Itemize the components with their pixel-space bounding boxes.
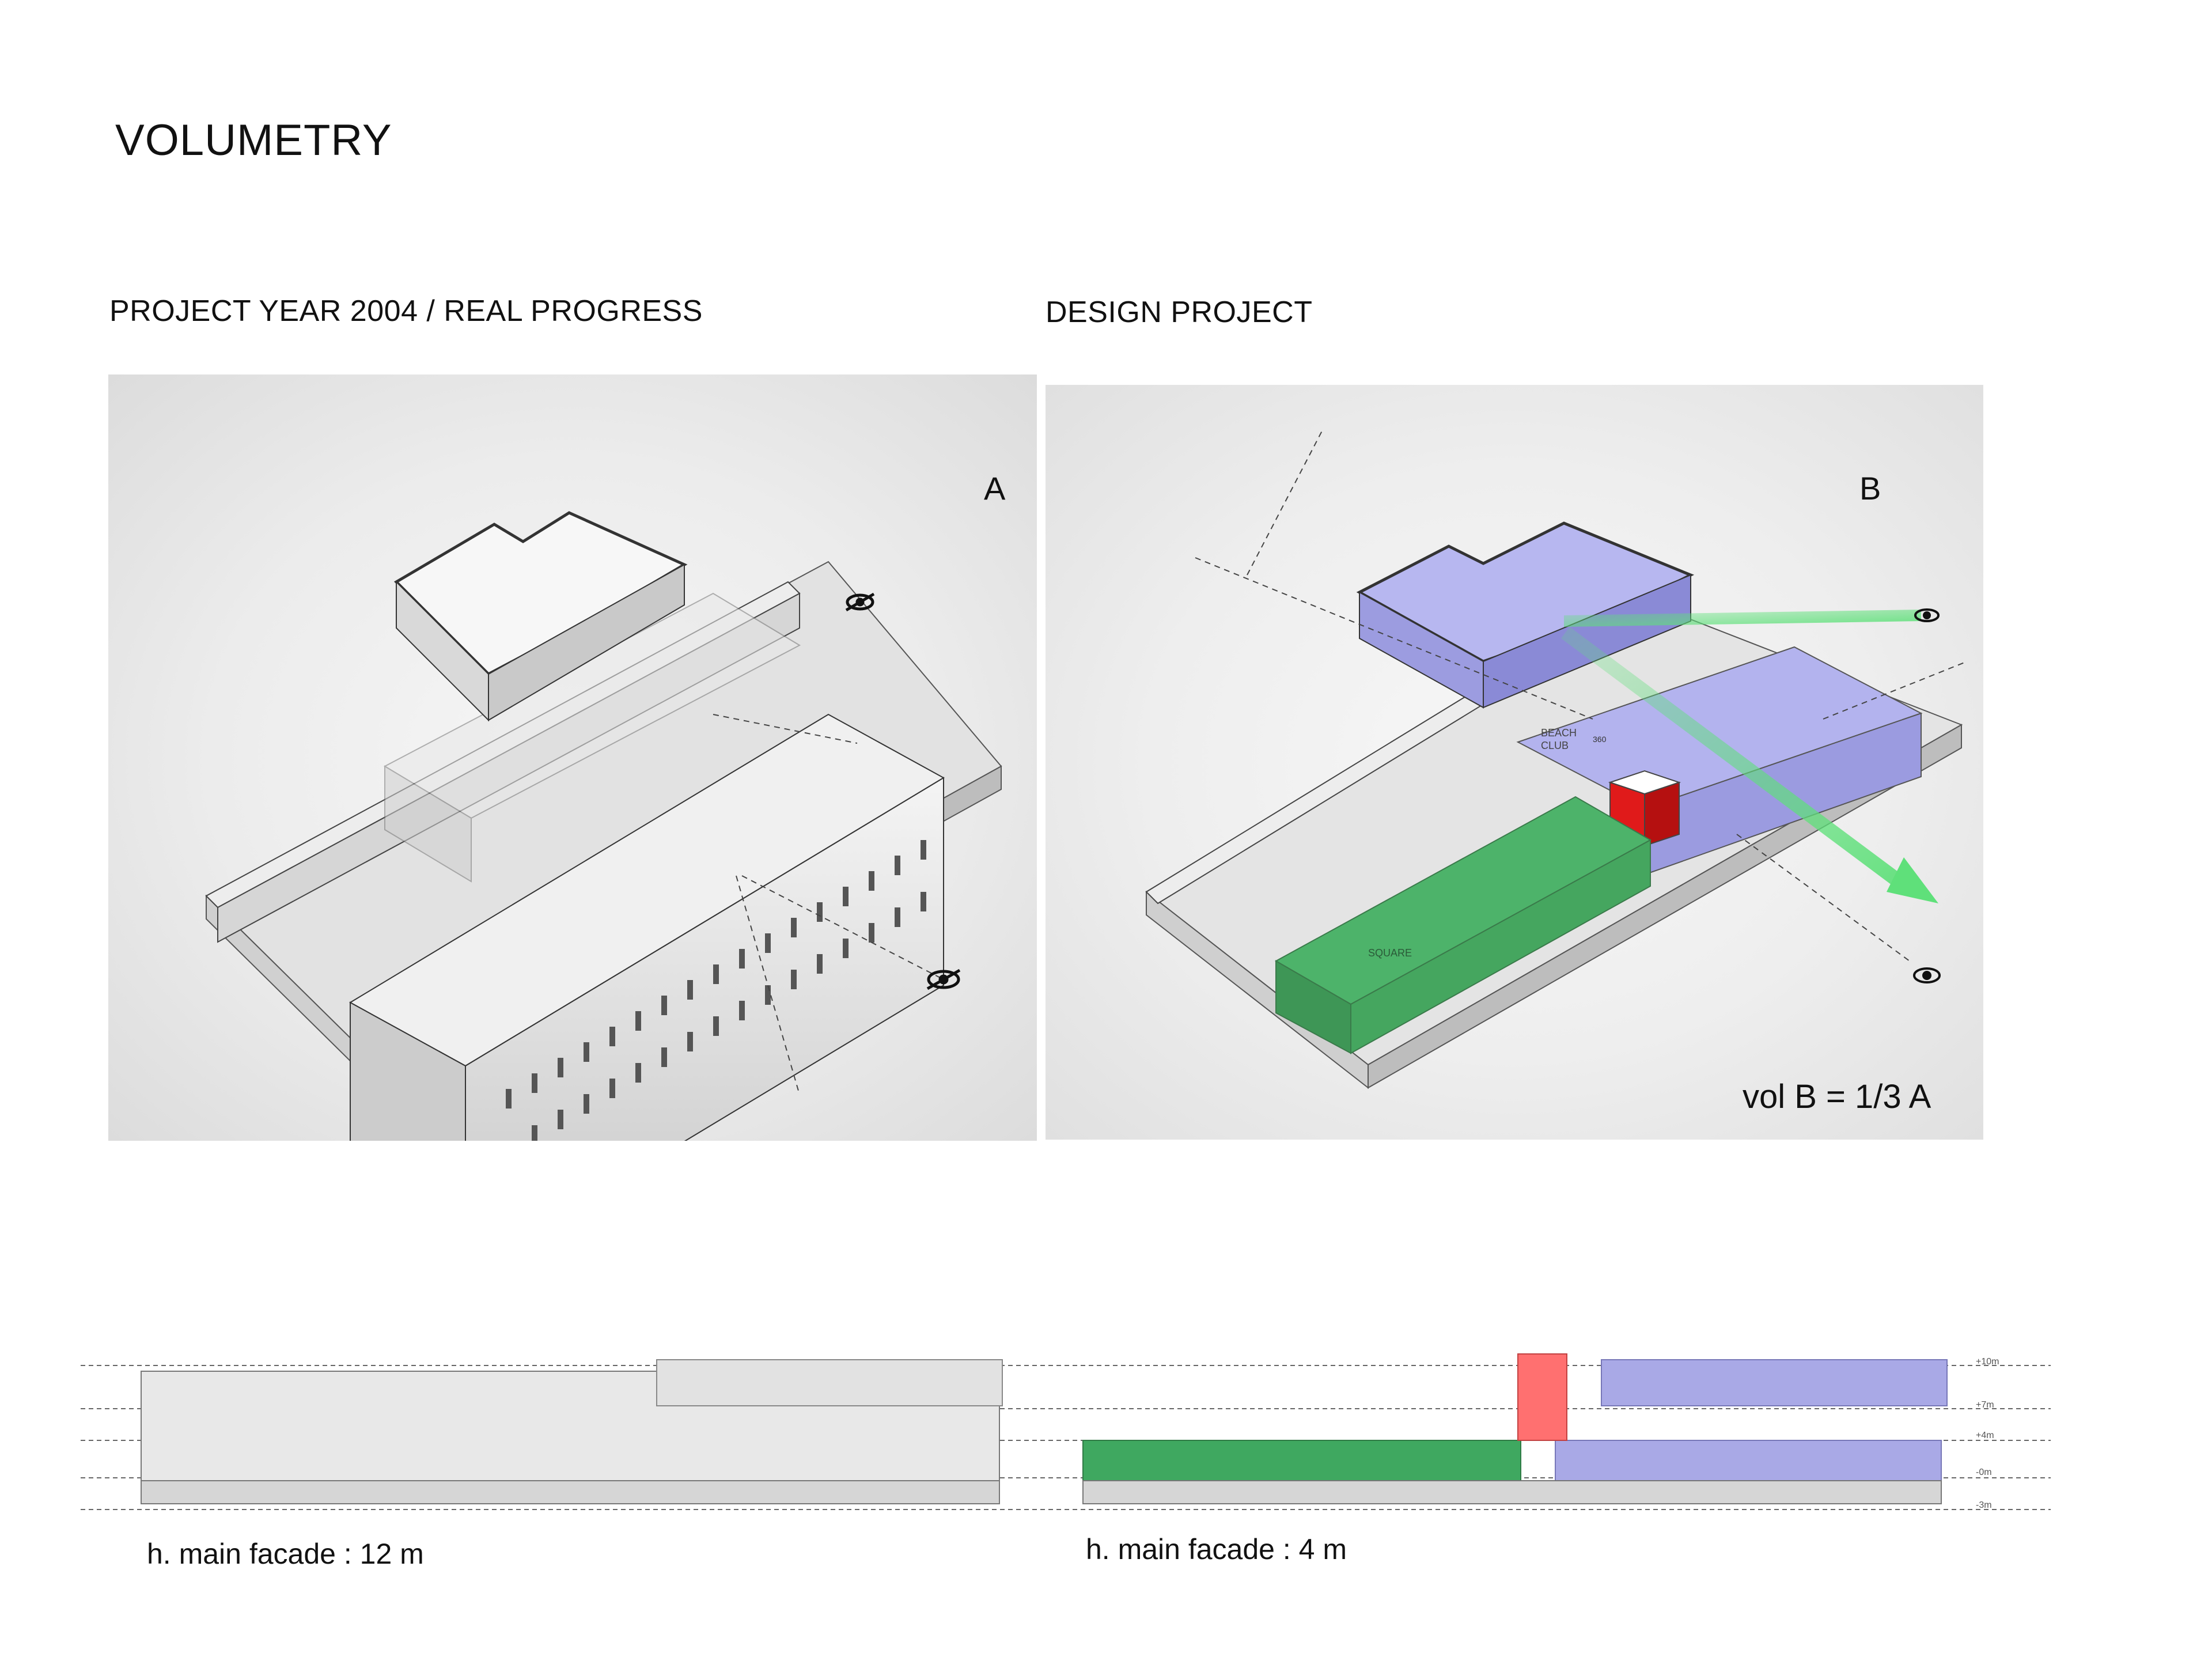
facade-height-note-b: h. main facade : 4 m: [1086, 1533, 1347, 1565]
window: [635, 1063, 641, 1083]
window: [713, 964, 719, 984]
eye-icon: [1913, 967, 1941, 983]
window: [817, 902, 823, 922]
window: [713, 1016, 719, 1036]
window: [532, 1125, 537, 1141]
window: [895, 856, 900, 875]
window: [635, 1011, 641, 1031]
window: [817, 954, 823, 974]
square-volume: [1274, 796, 1652, 1054]
window: [843, 939, 849, 958]
axonometric-drawing-b: BEACH CLUB SQUARE 360: [1145, 430, 1968, 1089]
level-label: +7m: [1976, 1400, 1994, 1410]
window: [661, 996, 667, 1015]
elevation-drawing: +10m +7m +4m -0m -3m: [81, 1353, 2051, 1510]
window: [765, 985, 771, 1005]
window: [895, 907, 900, 927]
facade-b: [1082, 1353, 1948, 1504]
level-label: -0m: [1976, 1467, 1992, 1477]
facade-windows: [506, 840, 926, 1141]
level-label: +4m: [1976, 1431, 1994, 1440]
axonometric-drawing-a: [205, 511, 1002, 1141]
view-arrows: [1561, 610, 1938, 903]
window: [532, 1073, 537, 1093]
elevation-strip: +10m +7m +4m -0m -3m: [81, 1337, 2074, 1530]
window: [843, 887, 849, 906]
window: [739, 949, 745, 969]
sight-lines: [1195, 430, 1968, 962]
window: [506, 1089, 512, 1109]
window: [869, 871, 874, 891]
window: [558, 1058, 563, 1077]
level-label: -3m: [1976, 1500, 1992, 1510]
window: [609, 1027, 615, 1046]
subtitle-design-project: DESIGN PROJECT: [1046, 296, 1313, 329]
subtitle-real-progress: PROJECT YEAR 2004 / REAL PROGRESS: [109, 294, 703, 328]
level-label: +10m: [1976, 1357, 1999, 1367]
volume-ratio-note: vol B = 1/3 A: [1743, 1078, 1931, 1115]
square-label: SQUARE: [1368, 947, 1412, 959]
panel-label-b: B: [1859, 470, 1881, 506]
eye-icon: [1914, 608, 1940, 622]
window: [558, 1110, 563, 1129]
eye-crossed-icon: [926, 969, 961, 990]
page-title: VOLUMETRY: [115, 116, 392, 165]
upper-building: [393, 511, 688, 722]
panel-label-a: A: [984, 470, 1006, 506]
window: [687, 1032, 693, 1051]
badge-360: 360: [1593, 735, 1607, 744]
window: [609, 1079, 615, 1098]
beach-club-label-1: BEACH: [1541, 727, 1577, 739]
facade-height-note-a: h. main facade : 12 m: [147, 1538, 424, 1570]
sight-lines: [713, 714, 944, 1095]
window: [584, 1094, 589, 1114]
window: [869, 923, 874, 943]
window: [687, 980, 693, 1000]
beach-club-label-2: CLUB: [1541, 740, 1569, 751]
window: [921, 840, 926, 860]
window: [739, 1001, 745, 1020]
window: [791, 918, 797, 937]
facade-a: [141, 1359, 1003, 1504]
axonometric-panel-b: BEACH CLUB SQUARE 360 B vol B = 1/3 A: [1046, 385, 1983, 1140]
window: [921, 892, 926, 911]
eye-crossed-icon: [845, 592, 875, 612]
window: [661, 1047, 667, 1067]
window: [584, 1042, 589, 1062]
window: [765, 933, 771, 953]
window: [791, 970, 797, 989]
axonometric-panel-a: A: [108, 374, 1037, 1141]
